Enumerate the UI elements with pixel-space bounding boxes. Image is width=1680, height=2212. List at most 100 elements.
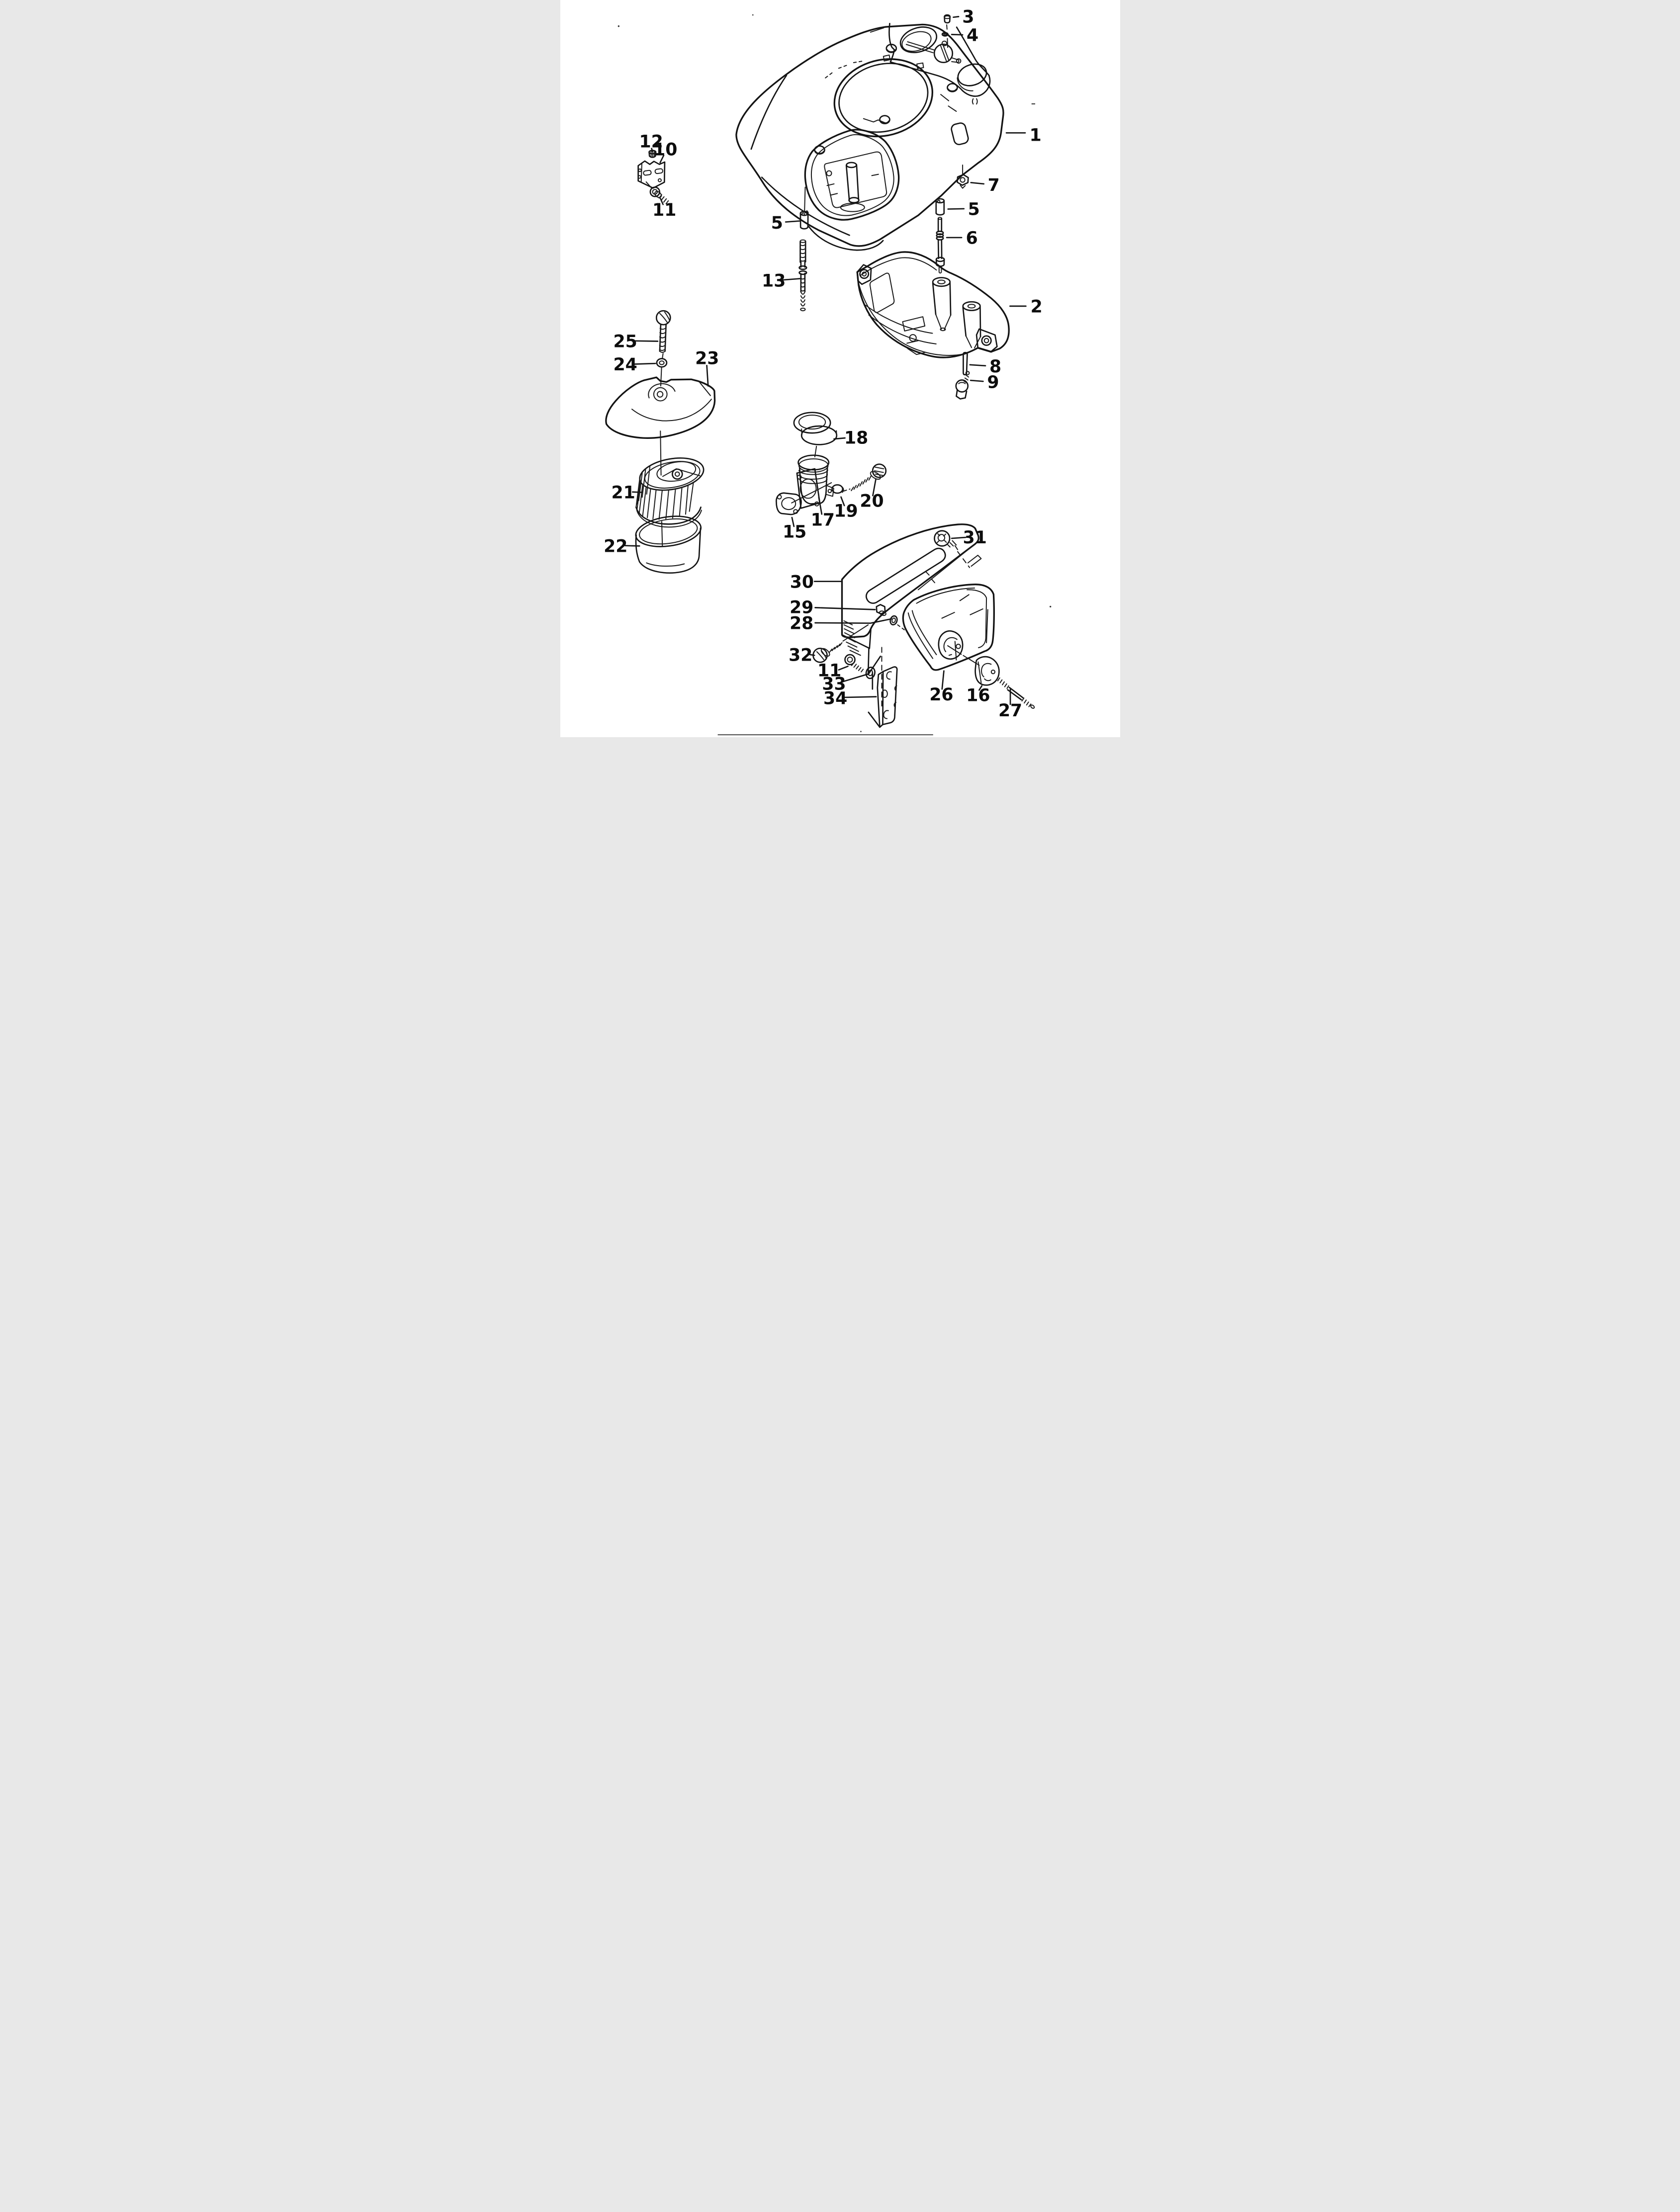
leader-line-11-muffler <box>838 665 849 671</box>
part-callout-23: 23 <box>695 349 719 369</box>
air-horn-rings-18 <box>793 412 837 445</box>
muffler-26 <box>902 584 995 671</box>
leader-line-3 <box>952 16 959 18</box>
part-callout-4: 4 <box>967 26 978 46</box>
heat-guard-30 <box>841 523 981 676</box>
spacer5-axis-line <box>803 186 806 211</box>
part-callout-6: 6 <box>966 229 977 249</box>
housing-post-rear <box>962 301 981 348</box>
part-callout-16: 16 <box>966 685 990 705</box>
pre-cleaner-cup-22 <box>634 515 702 574</box>
part-callout-18: 18 <box>844 428 868 448</box>
bolt-11-bracket <box>645 181 669 204</box>
lower-housing-drawing <box>856 251 1010 358</box>
part-callout-34: 34 <box>823 688 847 708</box>
part-callout-32: 32 <box>789 646 812 666</box>
square-nut-7 <box>956 173 969 189</box>
screw-32 <box>812 624 869 663</box>
bolt-9 <box>955 371 970 400</box>
leader-line-28 <box>814 618 892 624</box>
cover-vent-slot <box>950 122 969 146</box>
part-callout-13: 13 <box>762 271 786 291</box>
tank-opening-left <box>899 26 937 53</box>
leader-line-19 <box>840 496 845 507</box>
leader-line-21 <box>631 491 642 493</box>
deflector-16 <box>974 656 1000 686</box>
leader-line-24 <box>634 362 656 365</box>
carburetor-17 <box>796 454 834 509</box>
part-callout-21: 21 <box>611 483 635 503</box>
part-callout-22: 22 <box>604 536 627 556</box>
part-callout-2: 2 <box>1030 297 1042 317</box>
leader-line-13 <box>782 278 800 281</box>
leader-line-18 <box>833 437 846 440</box>
part-callout-29: 29 <box>790 598 813 618</box>
part-callout-3: 3 <box>962 7 974 27</box>
washer-24 <box>656 358 667 368</box>
leader-line-7 <box>970 181 984 185</box>
stud-27 <box>997 677 1035 709</box>
leader-line-26 <box>941 670 945 690</box>
leader-line-8 <box>969 364 986 367</box>
part-callout-1: 1 <box>1029 125 1041 145</box>
screw-31 <box>925 530 970 586</box>
nut-29 <box>875 604 886 616</box>
part-callout-15: 15 <box>783 522 806 542</box>
part-callout-5-right: 5 <box>968 200 979 220</box>
scan-artifacts <box>618 14 1051 736</box>
part-callout-7: 7 <box>987 175 999 195</box>
leader-line-10 <box>659 155 664 164</box>
exploded-parts-diagram: 3411210115137562892524232122181719201531… <box>604 7 1051 736</box>
stud-13 <box>798 239 807 312</box>
spacer-nut-19 <box>831 484 844 494</box>
fuel-cap-detail <box>933 40 961 64</box>
part-callout-20: 20 <box>860 492 884 511</box>
part-callout-12: 12 <box>639 132 663 152</box>
screw-25 <box>655 310 671 353</box>
leader-line-17 <box>818 497 822 515</box>
air-cleaner-axis-line <box>660 353 664 387</box>
part-callout-25: 25 <box>613 332 637 352</box>
part-callout-8: 8 <box>989 357 1001 377</box>
leader-line-23 <box>706 364 709 387</box>
leader-line-4 <box>951 34 963 36</box>
part-callout-27: 27 <box>998 701 1022 721</box>
filter-element-21 <box>635 457 704 528</box>
bracket-34 <box>867 666 898 728</box>
cap-axis-line <box>946 24 948 48</box>
cover-recess <box>804 118 899 221</box>
part-callout-9: 9 <box>987 372 999 392</box>
housing-post-front <box>932 277 951 332</box>
washer-28 <box>889 615 905 631</box>
bolt-11-muffler <box>844 654 864 673</box>
pin-8 <box>962 351 968 376</box>
leader-line-33 <box>842 673 868 682</box>
gasket-15 <box>775 482 832 515</box>
part-callout-10: 10 <box>653 140 677 160</box>
part-callout-19: 19 <box>834 502 858 521</box>
part-callout-31: 31 <box>963 528 986 548</box>
part-callout-11-muffler: 11 <box>817 661 841 681</box>
leader-line-11-bracket <box>659 197 664 205</box>
leader-line-20 <box>872 479 877 497</box>
washer-33 <box>865 667 876 680</box>
part-callout-5-left: 5 <box>771 213 783 233</box>
leader-line-29 <box>814 607 876 610</box>
leader-line-16 <box>978 685 982 691</box>
part-callout-26: 26 <box>929 685 953 705</box>
spacer-5-left <box>799 210 809 230</box>
air-cleaner-cover-23 <box>605 376 715 439</box>
washer-4 <box>941 32 949 37</box>
part-callout-11-bracket: 11 <box>652 200 676 220</box>
leader-line-5-left <box>785 220 800 223</box>
filter-to-cup-axis <box>661 521 663 547</box>
spacer-5-right <box>935 198 945 216</box>
bracket-10 <box>637 160 665 189</box>
leader-line-9 <box>970 379 984 382</box>
part-callout-30: 30 <box>790 572 813 592</box>
part-callout-24: 24 <box>613 355 637 375</box>
part-callout-33: 33 <box>822 675 846 694</box>
leader-line-31 <box>951 536 966 539</box>
